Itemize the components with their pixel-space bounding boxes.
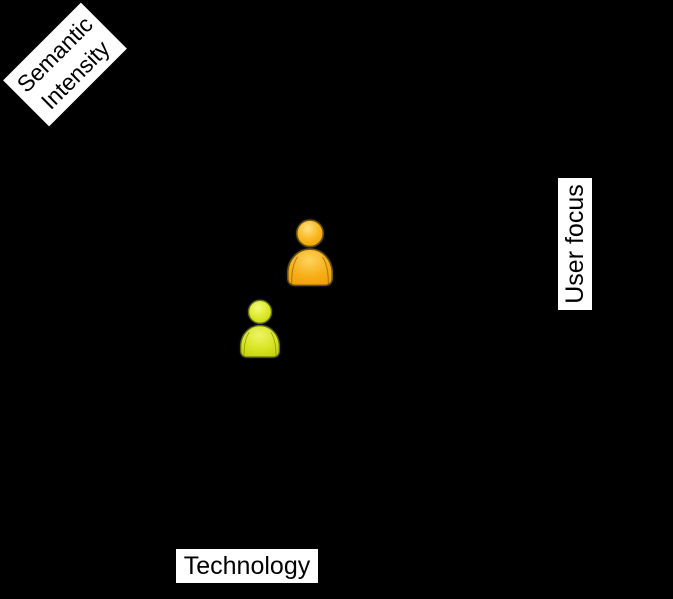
axis-label-user-focus: User focus <box>558 178 592 310</box>
person-icon-yellow <box>240 299 280 358</box>
person-arm-line-left <box>243 331 250 357</box>
axis-label-technology: Technology <box>176 549 318 583</box>
technology-text: Technology <box>183 551 311 580</box>
person-icon-orange <box>287 219 333 287</box>
axis-label-semantic-intensity: Semantic Intensity <box>3 2 127 127</box>
person-arm-line-right <box>270 331 277 357</box>
user-focus-text: User focus <box>560 184 589 304</box>
person-body <box>287 248 333 287</box>
person-arm-line-left <box>291 256 298 285</box>
person-head <box>296 219 324 248</box>
person-body <box>240 324 280 358</box>
person-arm-line-right <box>322 256 329 285</box>
person-head <box>247 299 273 325</box>
